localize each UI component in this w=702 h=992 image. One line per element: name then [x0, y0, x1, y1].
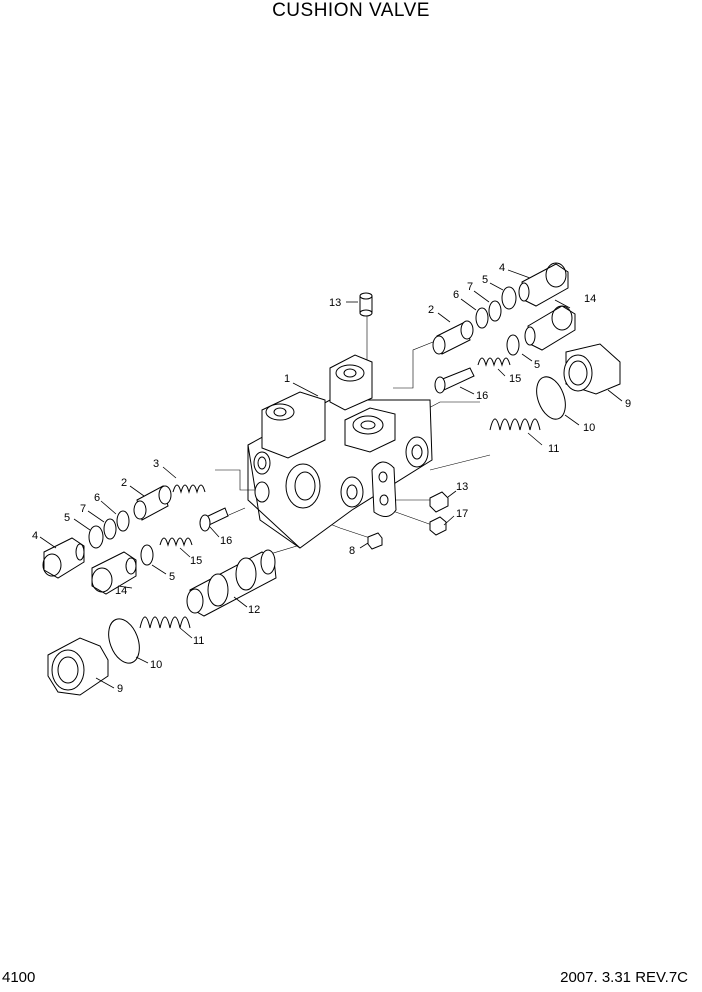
o-ring-5-upper	[501, 286, 517, 310]
plug-14-upper	[524, 305, 576, 351]
cap-9-right	[563, 343, 621, 395]
label-11-left: 11	[193, 635, 204, 647]
spring-15-left	[159, 537, 193, 547]
label-16-upper: 16	[476, 390, 488, 402]
label-14-left: 14	[115, 585, 127, 597]
spool-12	[186, 549, 277, 617]
spring-11-left	[139, 616, 191, 629]
label-7-upper: 7	[467, 281, 473, 293]
plug-13-right	[429, 491, 449, 513]
label-6-upper: 6	[453, 289, 459, 301]
sleeve-2-left	[133, 485, 172, 521]
label-4-upper: 4	[499, 262, 505, 274]
cap-9-left	[47, 637, 109, 696]
o-ring-5-left	[88, 525, 104, 549]
label-13-right: 13	[456, 481, 468, 493]
label-5-right: 5	[534, 359, 540, 371]
label-12: 12	[248, 604, 260, 616]
o-ring-7-upper	[488, 300, 502, 322]
label-4-left: 4	[32, 530, 38, 542]
label-13-top: 13	[329, 297, 341, 309]
label-5-upper: 5	[482, 274, 488, 286]
page-number: 4100	[2, 969, 36, 986]
label-3: 3	[153, 458, 159, 470]
label-2-left: 2	[121, 477, 127, 489]
label-9-left: 9	[117, 683, 123, 695]
label-17: 17	[456, 508, 468, 520]
plug-8	[367, 532, 383, 550]
part-labels: 1 13 2 6 7 5 4 14 5 15 16 9 10 11 13 17 …	[32, 262, 631, 695]
label-8: 8	[349, 545, 355, 557]
label-15-upper: 15	[509, 373, 521, 385]
label-6-left: 6	[94, 492, 100, 504]
o-ring-6-left	[116, 510, 130, 532]
o-ring-5-right	[506, 334, 520, 356]
o-ring-5-left-lower	[140, 544, 154, 566]
spring-11-right	[489, 418, 541, 431]
page-title: CUSHION VALVE	[272, 0, 430, 21]
label-10-left: 10	[150, 659, 162, 671]
o-ring-10-left	[108, 618, 140, 664]
label-11-right: 11	[548, 443, 559, 455]
o-ring-7-left	[103, 518, 117, 540]
spring-15-upper	[477, 357, 511, 367]
valve-body	[247, 354, 433, 549]
label-2-upper: 2	[428, 304, 434, 316]
label-9-right: 9	[625, 398, 631, 410]
plug-17	[429, 516, 447, 536]
label-5-left-lower: 5	[169, 571, 175, 583]
plug-4-upper	[518, 262, 569, 307]
revision-date: 2007. 3.31 REV.7C	[560, 969, 688, 986]
o-ring-10-right	[536, 376, 566, 420]
o-ring-6-upper	[475, 307, 489, 329]
label-16-left: 16	[220, 535, 232, 547]
plug-14-left	[91, 551, 137, 595]
plug-4-left	[42, 537, 85, 579]
label-1: 1	[284, 373, 290, 385]
label-5-left: 5	[64, 512, 70, 524]
poppet-16-upper	[434, 367, 475, 394]
leader-lines	[39, 269, 623, 689]
plug-13-top	[359, 292, 373, 317]
poppet-16-left	[199, 507, 229, 532]
label-14-upper: 14	[584, 293, 596, 305]
label-7-left: 7	[80, 503, 86, 515]
sleeve-2-upper	[432, 320, 474, 355]
label-15-left: 15	[190, 555, 202, 567]
label-10-right: 10	[583, 422, 595, 434]
spring-3	[172, 484, 206, 494]
